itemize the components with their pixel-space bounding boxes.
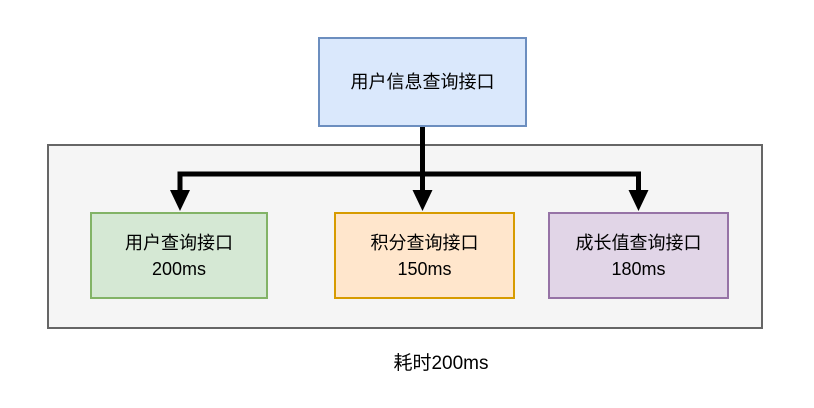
node-time: 200ms <box>151 258 207 279</box>
node-growth-query-api: 成长值查询接口 180ms <box>548 212 729 299</box>
node-label: 成长值查询接口 <box>575 232 702 253</box>
node-root-label: 用户信息查询接口 <box>350 72 495 92</box>
total-time-caption: 耗时200ms <box>393 353 489 374</box>
node-time: 150ms <box>397 258 452 279</box>
node-time: 180ms <box>611 258 666 279</box>
node-root-api: 用户信息查询接口 <box>318 37 527 127</box>
node-user-query-api: 用户查询接口 200ms <box>90 212 268 299</box>
node-label: 积分查询接口 <box>370 232 479 253</box>
node-label: 用户查询接口 <box>125 232 233 253</box>
node-points-query-api: 积分查询接口 150ms <box>334 212 515 299</box>
